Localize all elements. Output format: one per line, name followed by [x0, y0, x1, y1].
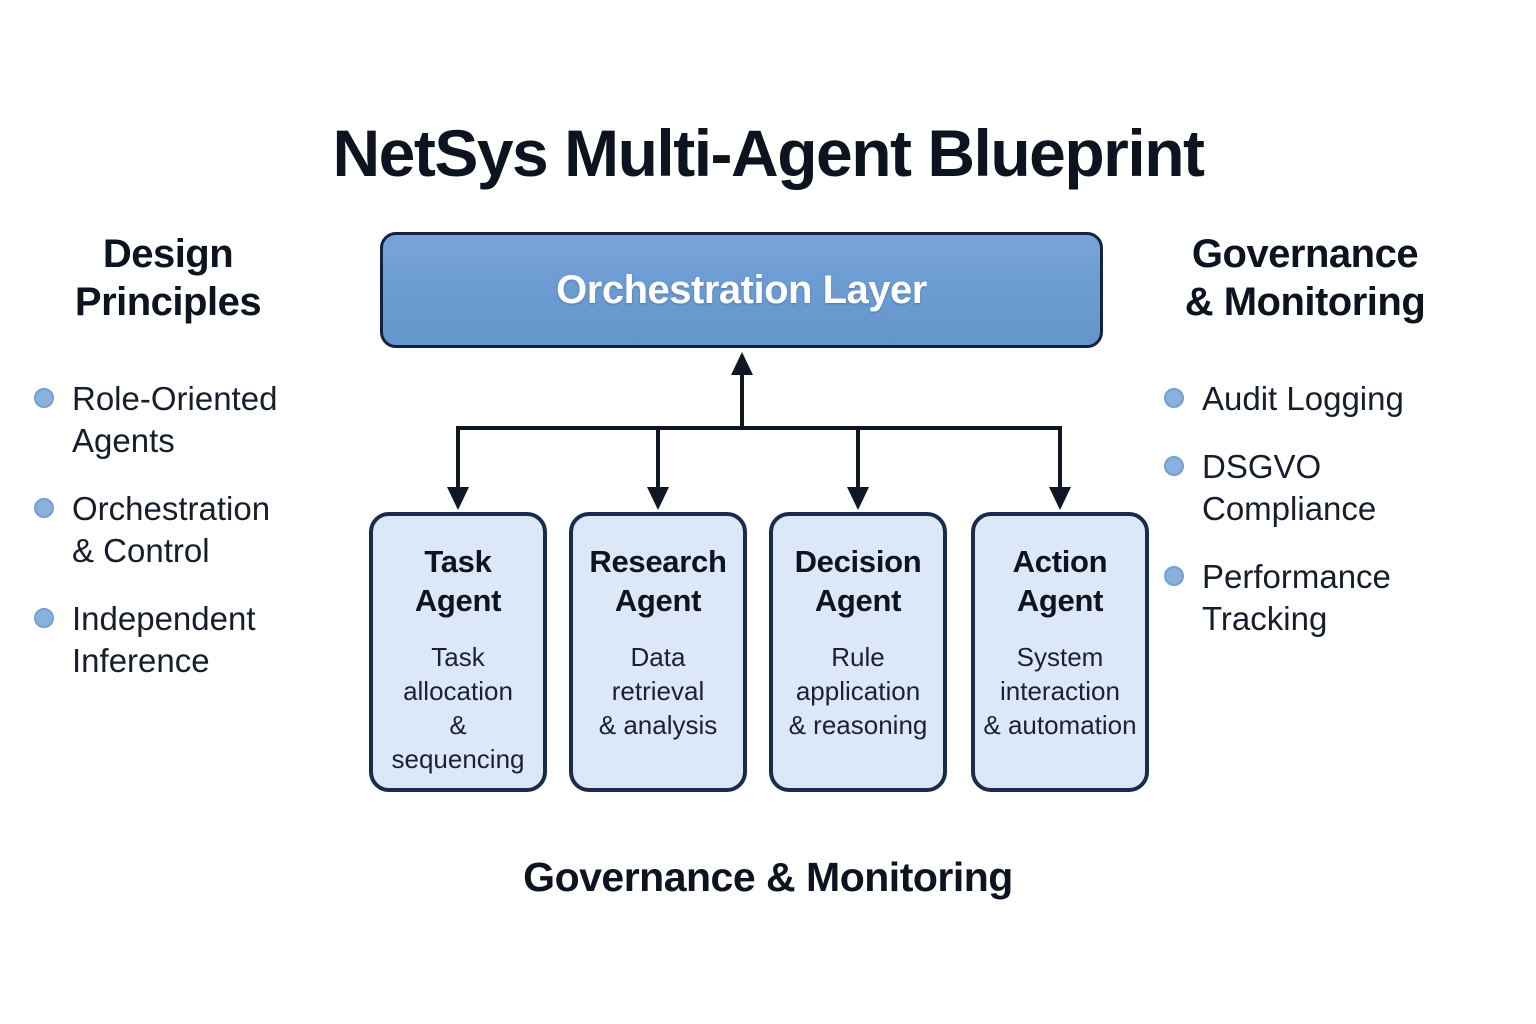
design-principles-list: Role-Oriented Agents Orchestration & Con…	[34, 378, 334, 708]
orchestration-layer-box: Orchestration Layer	[380, 232, 1103, 348]
list-item-label: Performance Tracking	[1202, 558, 1391, 637]
governance-monitoring-list: Audit Logging DSGVO Compliance Performan…	[1164, 378, 1484, 666]
agent-card-task: Task Agent Task allocation & sequencing	[369, 512, 547, 792]
agent-card-decision: Decision Agent Rule application & reason…	[769, 512, 947, 792]
bullet-dot-icon	[1164, 388, 1184, 408]
agent-description: Task allocation & sequencing	[391, 642, 525, 774]
agent-title: Research Agent	[589, 544, 727, 618]
agent-description: Rule application & reasoning	[788, 642, 928, 740]
list-item-label: Independent Inference	[72, 600, 256, 679]
list-item-label: Audit Logging	[1202, 380, 1404, 417]
agent-title: Decision Agent	[794, 544, 922, 618]
agent-description: Data retrieval & analysis	[598, 642, 718, 740]
governance-monitoring-caption: Governance & Monitoring	[523, 854, 1013, 900]
bullet-dot-icon	[34, 608, 54, 628]
page-title: NetSys Multi-Agent Blueprint	[332, 116, 1205, 191]
agent-card-research: Research Agent Data retrieval & analysis	[569, 512, 747, 792]
arrow-up-to-orchestration	[731, 352, 753, 428]
arrow-down-to-research-agent	[647, 426, 669, 510]
list-item-label: DSGVO Compliance	[1202, 448, 1377, 527]
bullet-dot-icon	[1164, 566, 1184, 586]
list-item: DSGVO Compliance	[1164, 446, 1484, 530]
arrow-down-to-decision-agent	[847, 426, 869, 510]
list-item-label: Role-Oriented Agents	[72, 380, 278, 459]
list-item: Independent Inference	[34, 598, 334, 682]
arrow-down-to-action-agent	[1049, 426, 1071, 510]
governance-monitoring-heading: Governance & Monitoring	[1184, 232, 1426, 324]
arrow-down-to-task-agent	[447, 426, 469, 510]
list-item: Performance Tracking	[1164, 556, 1484, 640]
list-item: Role-Oriented Agents	[34, 378, 334, 462]
agent-description: System interaction & automation	[983, 642, 1137, 740]
list-item-label: Orchestration & Control	[72, 490, 271, 569]
orchestration-layer-label: Orchestration Layer	[556, 267, 927, 312]
bullet-dot-icon	[1164, 456, 1184, 476]
bullet-dot-icon	[34, 498, 54, 518]
bullet-dot-icon	[34, 388, 54, 408]
list-item: Orchestration & Control	[34, 488, 334, 572]
agent-title: Task Agent	[414, 544, 502, 618]
list-item: Audit Logging	[1164, 378, 1484, 420]
agent-card-action: Action Agent System interaction & automa…	[971, 512, 1149, 792]
design-principles-heading: Design Principles	[74, 232, 262, 324]
agent-title: Action Agent	[1012, 544, 1108, 618]
